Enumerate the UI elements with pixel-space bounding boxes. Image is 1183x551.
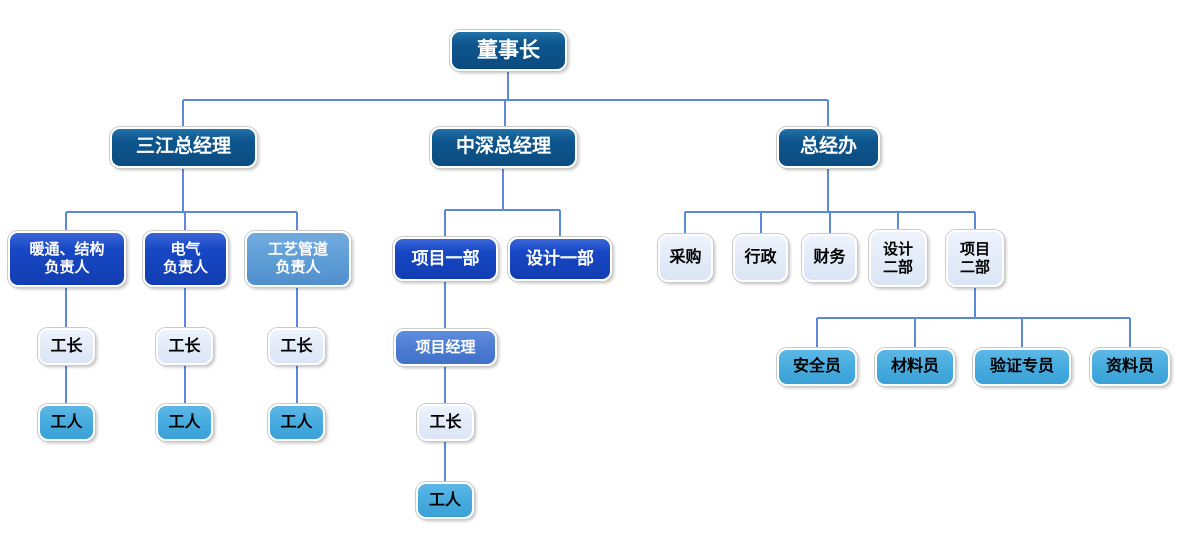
connector-project-dept2-branch — [816, 287, 1131, 348]
connector-sanjiang-branch — [65, 168, 298, 404]
node-finance: 财务 — [802, 234, 857, 282]
node-foreman-1: 工长 — [38, 328, 95, 365]
node-administration: 行政 — [733, 234, 788, 282]
node-design-dept-2: 设计 二部 — [869, 230, 927, 287]
node-project-dept-2: 项目 二部 — [946, 230, 1004, 287]
node-gm-zhongshen: 中深总经理 — [430, 127, 577, 168]
node-hvac-struct-lead: 暖通、结构 负责人 — [8, 231, 126, 287]
node-worker-2: 工人 — [156, 404, 213, 441]
node-gm-sanjiang: 三江总经理 — [110, 127, 257, 168]
node-foreman-3: 工长 — [268, 328, 325, 365]
node-foreman-2: 工长 — [156, 328, 213, 365]
connector-zhongshen-branch — [444, 168, 561, 482]
node-electrical-lead: 电气 负责人 — [143, 231, 228, 287]
node-chairman: 董事长 — [450, 30, 567, 71]
node-worker-1: 工人 — [38, 404, 95, 441]
node-worker-3: 工人 — [268, 404, 325, 441]
node-gm-office: 总经办 — [777, 127, 880, 168]
node-project-dept-1: 项目一部 — [393, 237, 498, 281]
node-worker-4: 工人 — [416, 482, 474, 519]
node-design-dept-1: 设计一部 — [508, 237, 612, 281]
node-material-officer: 材料员 — [875, 348, 955, 386]
node-foreman-4: 工长 — [417, 404, 474, 441]
node-verification-specialist: 验证专员 — [973, 348, 1071, 386]
node-process-piping-lead: 工艺管道 负责人 — [245, 231, 351, 287]
connector-office-branch — [684, 168, 976, 234]
node-purchasing: 采购 — [658, 234, 713, 282]
node-safety-officer: 安全员 — [777, 348, 857, 386]
connector-top-tier — [182, 71, 829, 127]
node-document-officer: 资料员 — [1090, 348, 1170, 386]
node-project-manager: 项目经理 — [394, 329, 497, 366]
